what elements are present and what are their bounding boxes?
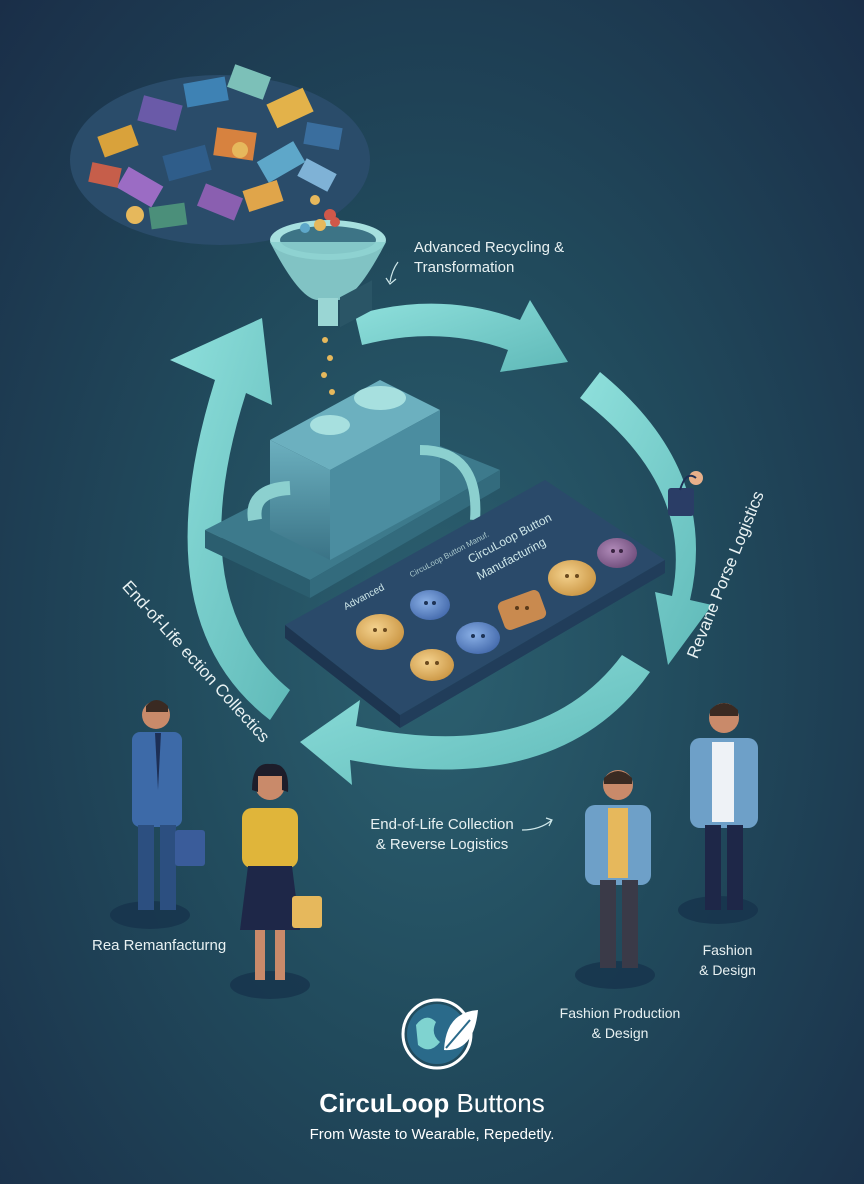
button-tan-1 — [356, 614, 404, 650]
button-tan-3 — [548, 560, 596, 596]
button-blue-2 — [456, 622, 500, 654]
brand-name: CircuLoop Buttons — [0, 1088, 864, 1119]
hand-with-bag — [668, 471, 703, 516]
pointer-arrow-recycling — [385, 261, 399, 285]
cycle-arrow-left — [170, 318, 290, 720]
button-purple — [597, 538, 637, 568]
person-denim-center — [575, 770, 655, 989]
label-fashion-design: Fashion & Design — [699, 942, 756, 978]
cycle-arrow-bottom — [300, 655, 650, 785]
brand-tagline: From Waste to Wearable, Repedetly. — [309, 1126, 555, 1143]
cycle-arrow-right — [580, 372, 712, 665]
pointer-arrow-collection — [521, 817, 553, 831]
button-blue-1 — [410, 590, 450, 620]
label-advanced-recycling: Advanced Recycling & Transformation — [414, 239, 565, 276]
label-fashion-production: Fashion Production & Design — [559, 1005, 681, 1041]
person-businessman — [110, 700, 205, 929]
waste-pile — [70, 64, 370, 245]
button-wood — [497, 590, 547, 630]
manufacturing-machine — [205, 280, 500, 598]
cycle-arrows — [170, 300, 712, 785]
globe-leaf-icon — [401, 998, 478, 1070]
funnel — [270, 217, 386, 395]
label-remanufacturing: Rea Remanfacturng — [92, 937, 227, 954]
brand-name-bold: CircuLoop — [319, 1088, 450, 1118]
brand-name-rest: Buttons — [449, 1088, 545, 1118]
button-tan-2 — [410, 649, 454, 681]
cycle-arrow-top — [355, 300, 568, 372]
person-denim-right — [678, 703, 758, 924]
person-woman — [230, 763, 322, 999]
button-tray — [285, 480, 665, 728]
label-collection: End-of-Life Collection & Reverse Logisti… — [370, 816, 514, 853]
